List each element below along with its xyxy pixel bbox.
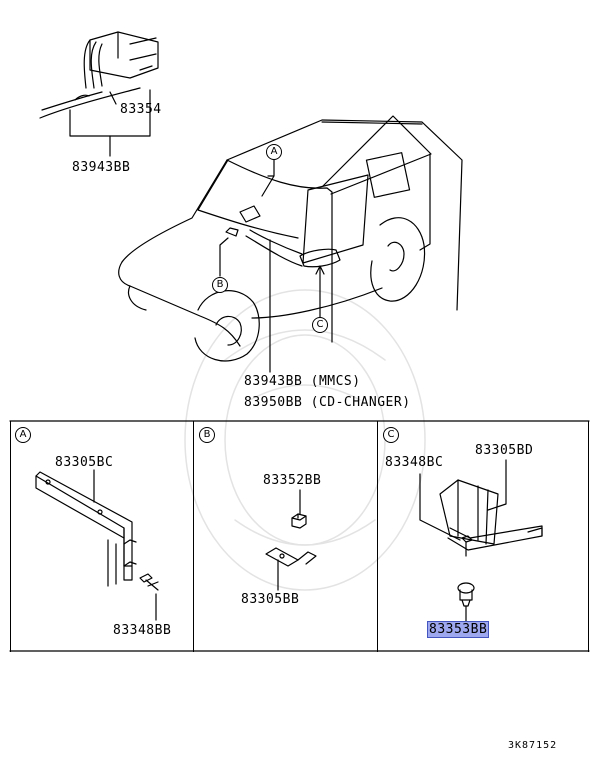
- part-label-83354: 83354: [120, 102, 162, 117]
- part-label-83943bb: 83943BB: [72, 160, 131, 175]
- bracket-83305bb-illustration: [265, 547, 317, 567]
- part-label-83305bc: 83305BC: [55, 455, 114, 470]
- detail-panel-c: C 83348BC 83305BD 83353BB: [377, 421, 589, 652]
- part-label-83305bb: 83305BB: [241, 592, 300, 607]
- vehicle-illustration: [118, 115, 463, 362]
- part-label-83352bb: 83352BB: [263, 473, 322, 488]
- screw-83348bc-illustration: [461, 535, 473, 557]
- leader-line: [419, 473, 461, 541]
- leader-line: [487, 459, 507, 511]
- screw-83348bb-illustration: [139, 573, 159, 591]
- panel-a-badge: A: [15, 427, 31, 443]
- panel-b-badge: B: [199, 427, 215, 443]
- detail-panel-a: A 83305BC 83348BB: [10, 421, 194, 652]
- callout-b-badge: B: [212, 277, 228, 293]
- diagram-code: 3K87152: [508, 740, 558, 751]
- part-label-83353bb-highlighted[interactable]: 83353BB: [427, 621, 490, 638]
- nut-83352bb-illustration: [291, 513, 307, 529]
- part-label-83348bc: 83348BC: [385, 455, 444, 470]
- bracket-83305bc-illustration: [35, 471, 137, 587]
- panel-c-badge: C: [383, 427, 399, 443]
- bracket-83305bd-illustration: [439, 479, 543, 551]
- part-label-83305bd: 83305BD: [475, 443, 534, 458]
- part-label-83950bb-cd-changer: 83950BB (CD-CHANGER): [244, 395, 411, 410]
- detail-panel-b: B 83352BB 83305BB: [193, 421, 378, 652]
- watermark: [184, 289, 426, 591]
- part-label-83943bb-mmcs: 83943BB (MMCS): [244, 374, 361, 389]
- connector-illustration: [39, 31, 159, 119]
- leader-line: [219, 237, 229, 277]
- leader-line: [261, 159, 275, 197]
- leader-line: [109, 91, 117, 105]
- part-label-83348bb: 83348BB: [113, 623, 172, 638]
- panel-frame: [9, 420, 590, 652]
- callout-a-badge: A: [266, 144, 282, 160]
- callout-c-badge: C: [312, 317, 328, 333]
- arrow-head: [315, 265, 325, 275]
